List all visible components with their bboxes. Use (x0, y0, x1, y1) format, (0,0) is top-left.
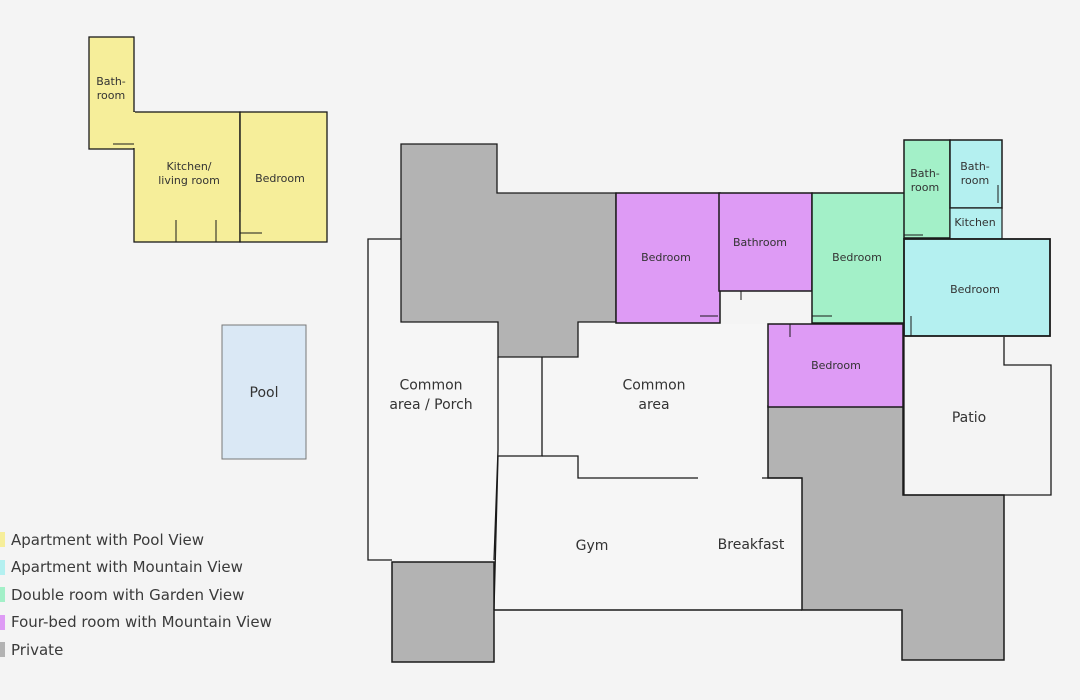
legend-label: Private (11, 640, 64, 659)
legend-swatch (0, 587, 5, 603)
legend-item-pool-view: Apartment with Pool View (0, 526, 272, 554)
mountain-bedroom (903, 238, 1051, 337)
legend-item-mountain-view: Apartment with Mountain View (0, 554, 272, 582)
label-gym: Gym (576, 538, 609, 554)
inner-wall-b (493, 357, 499, 561)
label-apt-bathroom: Bath-room (96, 75, 126, 102)
label-garden-bathroom: Bath-room (910, 167, 940, 194)
private-bottom-right (767, 405, 1005, 661)
legend-item-four-bed: Four-bed room with Mountain View (0, 609, 272, 637)
label-apt-kitchen: Kitchen/living room (158, 160, 220, 187)
legend-item-garden-view: Double room with Garden View (0, 581, 272, 609)
private-top-left (400, 143, 617, 358)
apt-bedroom (239, 111, 328, 243)
legend-swatch (0, 614, 5, 630)
room-labels: Bath-room Kitchen/living room Bedroom Po… (96, 75, 1000, 554)
garden-bedroom (811, 192, 906, 324)
porch-wall (367, 238, 401, 561)
label-four-bed-bedroom: Bedroom (641, 251, 691, 264)
label-mountain-bedroom: Bedroom (950, 283, 1000, 296)
label-patio: Patio (952, 410, 986, 426)
label-pool: Pool (250, 385, 279, 401)
legend-item-private: Private (0, 636, 272, 664)
pool (221, 324, 307, 460)
label-mountain-bathroom: Bath-room (960, 160, 990, 187)
legend-label: Double room with Garden View (11, 585, 245, 604)
legend-label: Apartment with Pool View (11, 530, 205, 549)
gym-wall (542, 455, 698, 479)
label-garden-bedroom: Bedroom (832, 251, 882, 264)
label-four-bed-bedroom-2: Bedroom (811, 359, 861, 372)
legend-swatch (0, 642, 5, 658)
legend-label: Four-bed room with Mountain View (11, 613, 272, 632)
apartment-pool-view (88, 36, 328, 243)
label-apt-bedroom: Bedroom (255, 172, 305, 185)
label-breakfast: Breakfast (718, 537, 785, 553)
label-mountain-kitchen: Kitchen (954, 216, 995, 229)
mountain-kitchen (949, 207, 1003, 240)
four-bed-bathroom (718, 192, 813, 292)
four-bed-bedroom-2 (767, 323, 904, 408)
legend-label: Apartment with Mountain View (11, 558, 243, 577)
main-building (367, 139, 1052, 663)
inner-wall-a (493, 357, 543, 611)
garden-bathroom (903, 139, 951, 239)
legend-swatch (0, 532, 5, 548)
label-four-bed-bathroom: Bathroom (733, 236, 787, 249)
legend: Apartment with Pool View Apartment with … (0, 526, 272, 664)
apt-bathroom (88, 36, 135, 150)
private-bottom-left (391, 561, 495, 663)
apt-kitchen (133, 111, 241, 243)
patio-wall (903, 337, 1052, 496)
legend-swatch (0, 559, 5, 575)
